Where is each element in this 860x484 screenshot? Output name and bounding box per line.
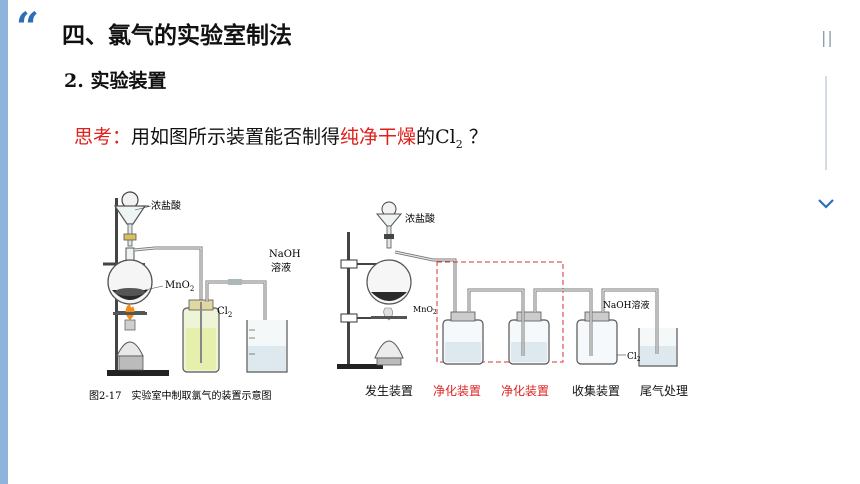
caption-purification-1: 净化装置	[433, 384, 482, 398]
question-chem: Cl	[435, 126, 456, 148]
caption-collection: 收集装置	[572, 384, 621, 398]
caption-generation: 发生装置	[365, 384, 414, 398]
apparatus-figure-right: 浓盐酸 MnO2 NaOH溶液 Cl2	[333, 196, 703, 380]
question-suffix: ？	[462, 126, 488, 148]
caption-tail-gas: 尾气处理	[640, 384, 689, 398]
quote-icon: “	[16, 4, 40, 51]
subtitle-number: 2.	[64, 70, 84, 92]
subtitle-text: 实验装置	[83, 70, 167, 92]
label-cl2-right: Cl2	[627, 352, 641, 363]
apparatus-figure-left: 浓盐酸 MnO2 Cl2 NaOH 溶液 图2-17 实验室中制取氯气的装置示意…	[85, 178, 320, 412]
question-highlight: 纯净干燥	[340, 126, 417, 148]
question-part2: 的	[416, 126, 436, 148]
question-chem-sub: 2	[455, 137, 463, 151]
label-cl2: Cl2	[217, 306, 232, 319]
question-prefix: 思考：	[74, 126, 132, 148]
label-mno2: MnO2	[165, 280, 194, 293]
label-naoh-right: NaOH溶液	[603, 299, 649, 311]
label-naoh-2: 溶液	[271, 261, 291, 274]
label-hcl: 浓盐酸	[151, 199, 181, 212]
caption-purification-2: 净化装置	[501, 384, 550, 398]
figure-caption-left: 图2-17 实验室中制取氯气的装置示意图	[89, 389, 271, 402]
left-accent-bar	[0, 0, 8, 484]
question-part1: 用如图所示装置能否制得	[131, 126, 341, 148]
label-naoh-1: NaOH	[269, 249, 301, 260]
question-line: 思考：用如图所示装置能否制得纯净干燥的Cl2 ？	[74, 122, 488, 151]
label-mno2-right: MnO2	[413, 305, 437, 316]
label-hcl-right: 浓盐酸	[405, 212, 435, 225]
chevron-down-icon[interactable]	[816, 196, 836, 215]
slide-title: 四、氯气的实验室制法	[62, 23, 292, 49]
section-subtitle: 2. 实验装置	[64, 66, 166, 93]
scroll-track[interactable]	[825, 76, 827, 170]
pause-icon[interactable]: ||	[821, 28, 834, 47]
